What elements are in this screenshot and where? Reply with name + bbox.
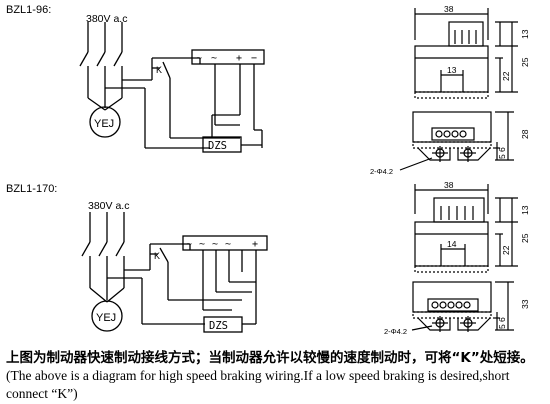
switch-label-bottom: K [154,251,160,261]
terminal-top-2: ~ [211,53,217,64]
dim-bottom-h1: 13 [520,205,530,215]
terminal-top-4: − [251,53,257,64]
motor-label-bottom: YEJ [96,312,116,324]
circuit-top [79,22,265,153]
dim-top-h3: 22 [501,71,511,81]
motor-label-top: YEJ [94,118,114,130]
circuit-bottom [81,212,268,333]
dim-top-h6: 6 [497,147,507,152]
dim-bottom-inner: 14 [447,239,457,249]
terminal-top-3: + [236,53,242,64]
terminal-bottom-3: ~ [212,239,218,250]
mech-drawing-top [399,8,518,171]
terminal-bottom-4: ~ [225,239,231,250]
dim-top-h2: 25 [520,57,530,67]
diagram-caption: 上图为制动器快速制动接线方式；当制动器允许以较慢的速度制动时，可将“K”处短接。… [6,350,546,403]
dim-top-h4: 28 [520,129,530,139]
caption-chinese: 上图为制动器快速制动接线方式；当制动器允许以较慢的速度制动时，可将“K”处短接。 [6,350,534,366]
dim-bottom-width: 38 [444,180,454,190]
voltage-label-top: 380V a.c [86,13,127,25]
mech-drawing-bottom [411,184,518,332]
dim-top-width: 38 [444,4,454,14]
dim-bottom-h2: 25 [520,233,530,243]
terminal-bottom-1: ~ [186,239,192,250]
dzs-label-bottom: DZS [209,320,228,332]
dim-bottom-h3: 22 [501,245,511,255]
dim-top-inner: 13 [447,65,457,75]
dim-bottom-h6: 6 [497,317,507,322]
dim-top-h1: 13 [520,29,530,39]
terminal-bottom-5: + [252,239,258,250]
terminal-bottom-2: ~ [199,239,205,250]
model-label-top: BZL1-96: [6,4,51,16]
caption-english: (The above is a diagram for high speed b… [6,368,510,401]
terminal-top-1: ~ [196,53,202,64]
dzs-label-top: DZS [208,140,227,152]
voltage-label-bottom: 380V a.c [88,200,129,212]
dim-bottom-h4: 33 [520,299,530,309]
dim-bottom-hole: 2-Φ4.2 [384,327,407,336]
dim-top-h5: 5 [497,154,507,159]
dim-top-hole: 2-Φ4.2 [370,167,393,176]
switch-label-top: K [156,65,162,75]
model-label-bottom: BZL1-170: [6,183,57,195]
dim-bottom-h5: 5 [497,324,507,329]
